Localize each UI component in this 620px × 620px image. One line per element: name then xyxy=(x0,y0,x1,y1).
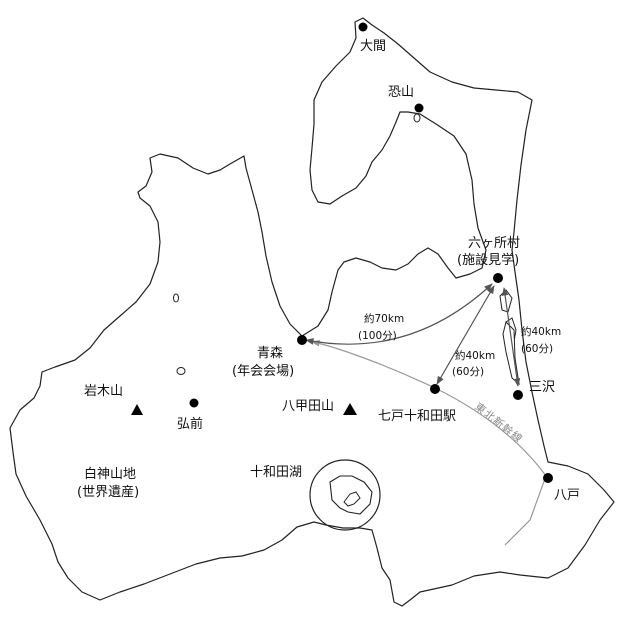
label-misawa: 三沢 xyxy=(529,380,555,395)
marker-misawa xyxy=(513,390,523,400)
label-osorezan: 恐山 xyxy=(388,85,414,100)
label-route-misawa-rokkasho-distance: 約40km xyxy=(521,325,561,338)
route-misawa-rokkasho xyxy=(501,287,521,387)
label-rokkasho-line2: (施設見学) xyxy=(457,252,519,268)
marker-ooma xyxy=(358,22,368,32)
label-shirakami-line2: (世界遺産) xyxy=(77,484,139,500)
label-towadako: 十和田湖 xyxy=(250,465,302,480)
label-route-shichinohe-rokkasho-time: (60分) xyxy=(452,366,484,378)
label-ooma: 大間 xyxy=(360,39,386,54)
label-rokkasho-line1: 六ヶ所村 xyxy=(468,236,520,251)
label-route-misawa-rokkasho-time: (60分) xyxy=(521,343,553,355)
prefecture-coastline xyxy=(9,17,615,607)
label-aomori-line1: 青森 xyxy=(257,346,283,361)
mountain-icon-hakkoda xyxy=(343,403,357,415)
marker-hirosaki xyxy=(189,398,199,408)
lake-towada-peninsula xyxy=(343,491,361,507)
shinkansen-line xyxy=(311,339,547,546)
label-iwakisan: 岩木山 xyxy=(84,384,123,399)
marker-hachinohe xyxy=(543,473,553,483)
marker-shichinohe xyxy=(430,384,440,394)
lake-towada-highlight-circle xyxy=(309,459,381,531)
route-shichinohe-rokkasho xyxy=(436,285,495,385)
marker-osorezan xyxy=(414,103,424,113)
small-lake xyxy=(176,367,186,375)
label-route-aomori-rokkasho-time: (100分) xyxy=(358,330,397,342)
small-lake xyxy=(413,113,421,123)
label-hakkoda: 八甲田山 xyxy=(282,399,334,414)
label-route-shichinohe-rokkasho-distance: 約40km xyxy=(455,349,495,362)
label-shichinohe: 七戸十和田駅 xyxy=(378,409,456,424)
label-aomori-line2: (年会会場) xyxy=(232,364,294,379)
label-hirosaki: 弘前 xyxy=(177,416,203,432)
label-route-aomori-rokkasho-distance: 約70km xyxy=(364,312,404,325)
small-lake xyxy=(173,293,179,303)
marker-rokkasho xyxy=(493,273,503,283)
mountain-icon-iwakisan xyxy=(131,404,143,415)
marker-aomori xyxy=(297,335,307,345)
label-hachinohe: 八戸 xyxy=(554,488,580,503)
label-shirakami-line1: 白神山地 xyxy=(84,466,136,482)
